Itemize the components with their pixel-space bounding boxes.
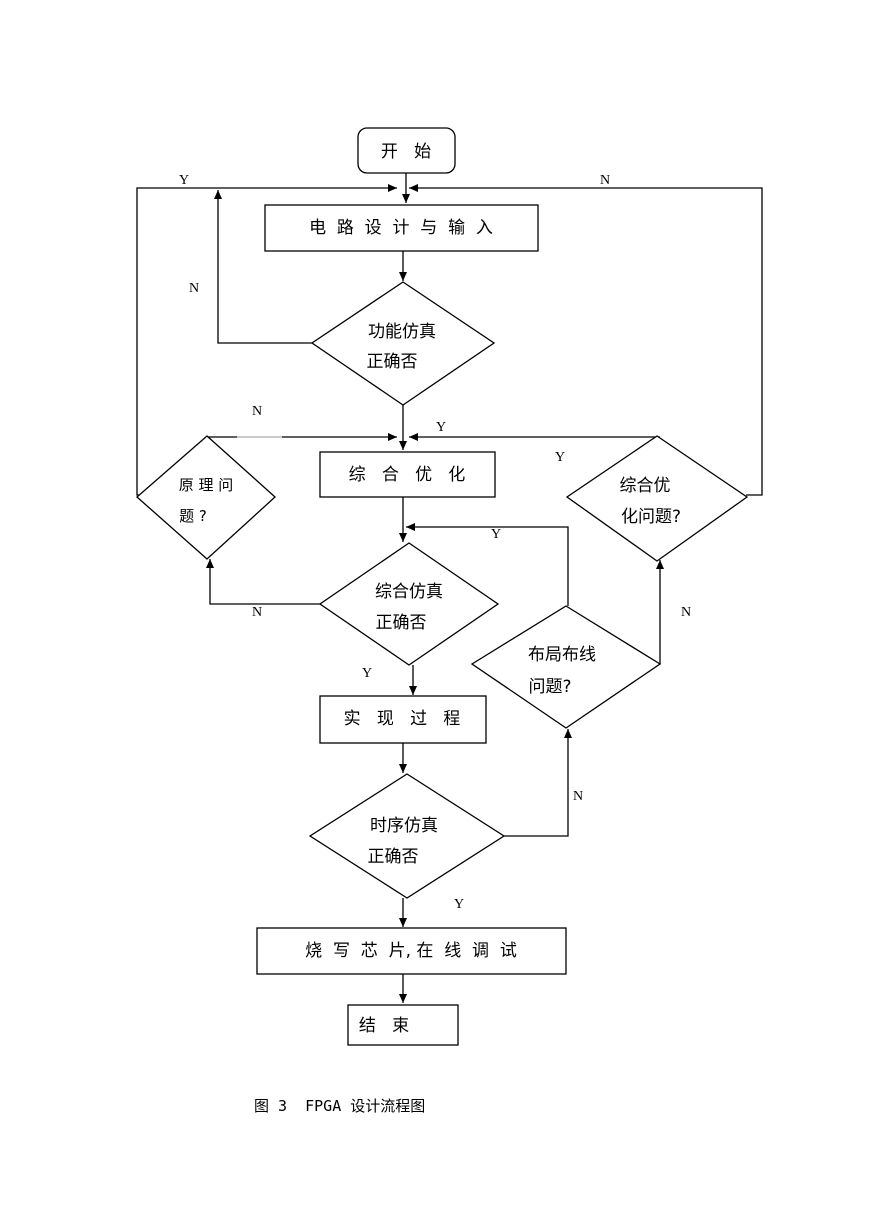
implementation-label: 实 现 过 程	[344, 709, 461, 729]
label-timing-y: Y	[454, 897, 464, 912]
timing-sim-label-2: 正确否	[368, 847, 419, 867]
label-func-n: N	[189, 281, 199, 296]
end-label: 结 束	[359, 1016, 409, 1036]
edge-placeroute-yes	[406, 523, 569, 606]
label-opt-problem-n: N	[681, 605, 691, 620]
implementation-box	[319, 695, 487, 744]
label-top-right-n: N	[600, 173, 610, 188]
synth-sim-label-2: 正确否	[376, 613, 427, 633]
synth-sim-decision	[318, 542, 500, 666]
synthesis-box	[319, 451, 496, 498]
start-label: 开 始	[381, 142, 431, 162]
func-sim-label-1: 功能仿真	[368, 322, 436, 342]
label-timing-n: N	[573, 789, 583, 804]
label-opt-problem-y: Y	[555, 450, 565, 465]
label-synth-y: Y	[436, 420, 446, 435]
timing-sim-decision	[308, 773, 506, 899]
func-sim-decision	[310, 281, 496, 406]
end-terminal	[347, 1004, 459, 1046]
label-principle-n: N	[252, 404, 262, 419]
edge-opt-problem-no	[409, 184, 763, 496]
design-input-label: 电 路 设 计 与 输 入	[309, 218, 493, 238]
edge-timing-no	[504, 729, 572, 837]
principle-decision	[136, 435, 276, 560]
figure-caption: 图 3 FPGA 设计流程图	[254, 1097, 425, 1115]
place-route-label-1: 布局布线	[528, 645, 596, 665]
program-box	[256, 927, 567, 975]
label-top-left-y: Y	[179, 173, 189, 188]
edge-synthsim-no	[206, 559, 322, 605]
place-route-label-2: 问题?	[528, 677, 571, 697]
start-terminal	[357, 127, 456, 174]
synth-opt-label-2: 化问题?	[621, 507, 681, 527]
synth-opt-label-1: 综合优	[620, 476, 671, 496]
func-sim-label-2: 正确否	[367, 352, 418, 372]
principle-label-2: 题 ?	[179, 507, 207, 525]
place-route-decision	[470, 605, 662, 729]
synthesis-label: 综 合 优 化	[349, 465, 466, 485]
synth-opt-decision	[565, 435, 749, 562]
principle-label-1: 原 理 问	[179, 476, 234, 494]
edge-funcsim-no	[214, 190, 312, 344]
label-synth-sim-y: Y	[362, 666, 372, 681]
program-label: 烧 写 芯 片, 在 线 调 试	[305, 941, 517, 961]
label-synth-sim-n: N	[252, 605, 262, 620]
design-input-box	[264, 204, 539, 252]
timing-sim-label-1: 时序仿真	[370, 816, 438, 836]
synth-sim-label-1: 综合仿真	[375, 582, 443, 602]
label-place-route-y: Y	[491, 527, 501, 542]
